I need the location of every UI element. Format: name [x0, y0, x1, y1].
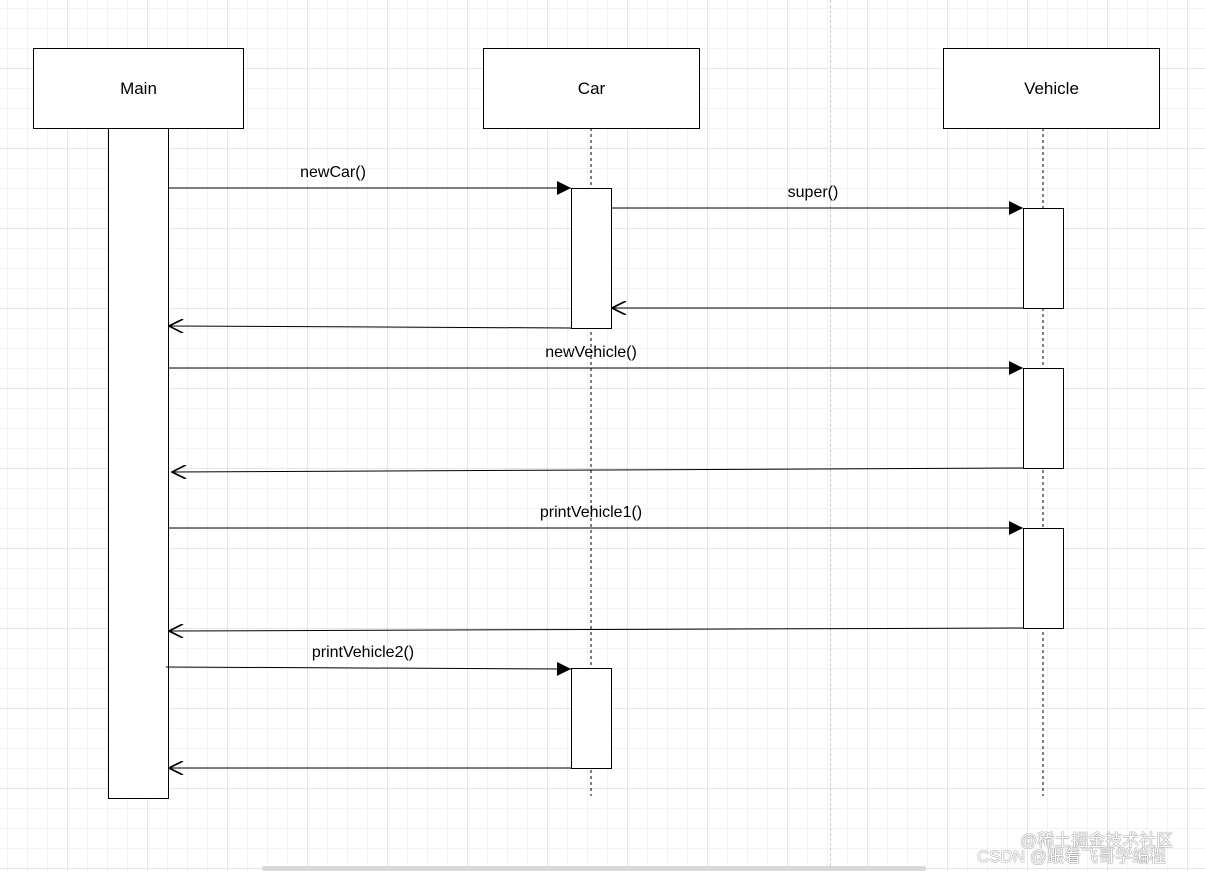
watermark-csdn: CSDN @跟着飞哥学编程 [977, 847, 1167, 866]
message-label-newvehicle: newVehicle() [545, 344, 637, 361]
activation-main[interactable] [108, 128, 169, 799]
message-label-printvehicle2: printVehicle2() [311, 644, 415, 661]
participant-vehicle-label: Vehicle [1024, 78, 1079, 98]
message-label-printvehicle1: printVehicle1() [539, 504, 643, 521]
message-label-super: super() [787, 184, 839, 201]
activation-vehicle-1[interactable] [1023, 208, 1064, 309]
participant-car[interactable]: Car [483, 48, 700, 129]
page-guide-line [830, 0, 831, 866]
message-label-newcar: newCar() [300, 164, 366, 181]
horizontal-scrollbar[interactable] [262, 866, 926, 871]
return-arrow-car-to-main[interactable] [169, 326, 572, 328]
activation-car-2[interactable] [571, 668, 612, 769]
participant-main-label: Main [120, 78, 157, 98]
participant-main[interactable]: Main [33, 48, 244, 129]
return-arrow-vehicle-to-main-2[interactable] [169, 628, 1024, 631]
activation-car-1[interactable] [571, 188, 612, 329]
participant-vehicle[interactable]: Vehicle [943, 48, 1160, 129]
activation-vehicle-3[interactable] [1023, 528, 1064, 629]
participant-car-label: Car [577, 78, 606, 98]
message-arrow-printvehicle2[interactable] [165, 661, 572, 676]
return-arrow-vehicle-to-main-1[interactable] [172, 468, 1024, 472]
watermark-juejin: @稀土掘金技术社区 [1020, 831, 1174, 850]
activation-vehicle-2[interactable] [1023, 368, 1064, 469]
